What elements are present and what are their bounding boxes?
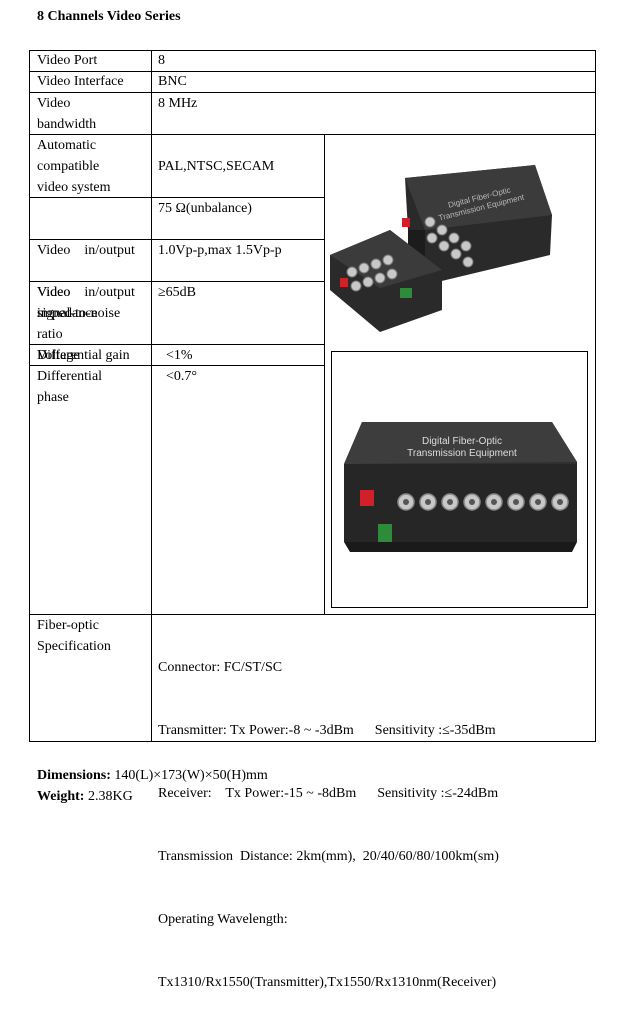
row-label-video-port: Video Port xyxy=(37,53,98,68)
weight-value: 2.38KG xyxy=(84,789,133,804)
row-label-video-interface: Video Interface xyxy=(37,74,124,89)
row-label-diff-phase: Differential phase xyxy=(37,366,102,408)
panel-text: Digital Fiber-Optic xyxy=(422,436,502,447)
fiber-line: Transmitter: Tx Power:-8 ~ -3dBm Sensiti… xyxy=(158,723,496,738)
row-value-video-bandwidth: 8 MHz xyxy=(158,96,198,111)
label-line: Differential xyxy=(37,369,103,384)
fiber-line: Transmission Distance: 2km(mm), 20/40/60… xyxy=(158,849,499,864)
panel-text: Transmission Equipment xyxy=(407,448,517,459)
row-label-voltage: Video in/output Voltage xyxy=(37,240,135,387)
weight-label: Weight: xyxy=(37,789,85,804)
dimensions-line: Dimensions: 140(L)×173(W)×50(H)mm xyxy=(37,765,268,786)
label-line: video system xyxy=(37,180,111,195)
row-value-video-system: PAL,NTSC,SECAM xyxy=(158,159,275,174)
row-label-snr: Video signal-to-noise ratio xyxy=(37,282,120,345)
label-line: signal-to-noise xyxy=(37,306,121,321)
row-label-impedance: Video in/output impedance xyxy=(37,198,135,345)
fiber-line: Tx1310/Rx1550(Transmitter),Tx1550/Rx1310… xyxy=(158,975,497,990)
row-value-impedance: 75 Ω(unbalance) xyxy=(158,201,252,216)
spec-table-grid xyxy=(29,50,596,742)
page-title: 8 Channels Video Series xyxy=(37,9,181,24)
row-value-diff-phase: <0.7° xyxy=(166,369,197,384)
fiber-line: Operating Wavelength: xyxy=(158,912,288,927)
label-line: Automatic xyxy=(37,138,97,153)
fiber-line: Receiver: Tx Power:-15 ~ -8dBm Sensitivi… xyxy=(158,786,499,801)
weight-line: Weight: 2.38KG xyxy=(37,786,133,807)
label-line: Fiber-optic xyxy=(37,618,99,633)
product-photo-front: Digital Fiber-Optic Transmission Equipme… xyxy=(344,422,577,552)
product-photo-stacked: Digital Fiber-Optic Transmission Equipme… xyxy=(330,165,552,332)
label-line: phase xyxy=(37,390,69,405)
label-line: bandwidth xyxy=(37,117,97,132)
label-line: impedance xyxy=(37,306,98,321)
label-line: Specification xyxy=(37,639,111,654)
fiber-line: Connector: FC/ST/SC xyxy=(158,660,283,675)
row-value-video-interface: BNC xyxy=(158,74,187,89)
row-value-video-port: 8 xyxy=(158,53,165,68)
product-photo-front-frame: Digital Fiber-Optic Transmission Equipme… xyxy=(331,351,588,608)
row-value-fiber-spec: Connector: FC/ST/SC Transmitter: Tx Powe… xyxy=(158,615,499,1014)
row-label-video-bandwidth: Video bandwidth xyxy=(37,93,96,135)
row-value-snr: ≥65dB xyxy=(158,285,197,300)
row-label-fiber-spec: Fiber-optic Specification xyxy=(37,615,111,657)
row-label-video-system: Automatic compatible video system xyxy=(37,135,111,198)
label-line: Video in/output xyxy=(37,285,135,300)
row-value-voltage: 1.0Vp-p,max 1.5Vp-p xyxy=(158,243,282,258)
row-label-diff-gain: Differential gain xyxy=(37,348,130,363)
row-value-diff-gain: <1% xyxy=(166,348,193,363)
label-line: Video xyxy=(37,285,71,300)
label-line: compatible xyxy=(37,159,100,174)
label-line: Video xyxy=(37,96,71,111)
label-line: Voltage xyxy=(37,348,80,363)
dimensions-label: Dimensions: xyxy=(37,768,111,783)
label-line: ratio xyxy=(37,327,63,342)
label-line: Video in/output xyxy=(37,243,135,258)
dimensions-value: 140(L)×173(W)×50(H)mm xyxy=(110,768,268,783)
